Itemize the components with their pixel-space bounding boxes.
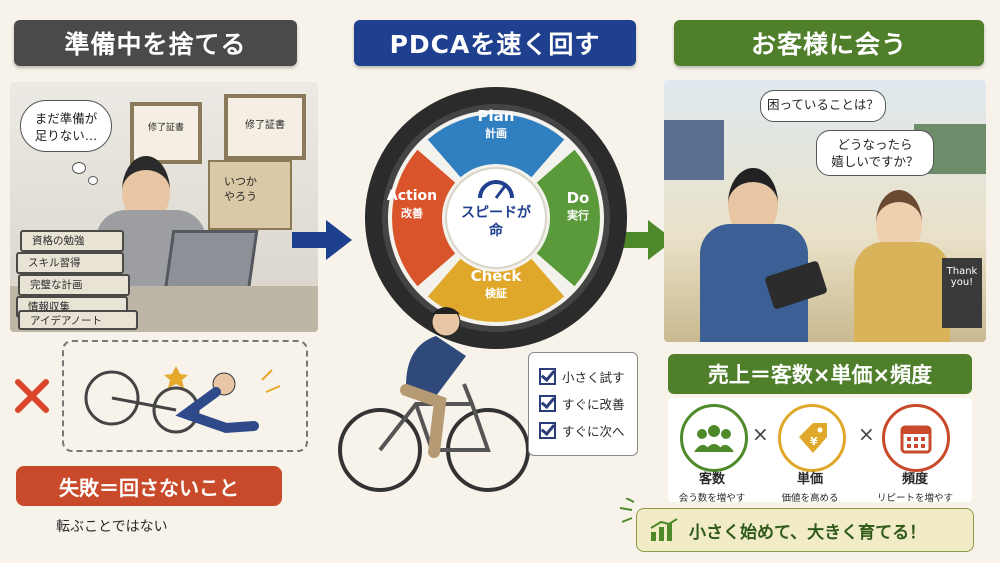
- calendar-icon: [882, 404, 950, 472]
- thought-dot: [72, 162, 86, 174]
- action-jp: 改善: [401, 207, 423, 220]
- wheel-hub: [445, 167, 547, 269]
- market-scene: Thank you! 困っていることは？ どうなったら 嬉しいですか？: [664, 80, 986, 342]
- formula-item-label: 客数: [698, 472, 725, 487]
- wheel-label-do: Do 実行: [558, 190, 598, 224]
- fall-scene-frame: [62, 340, 308, 452]
- do-en: Do: [566, 189, 590, 207]
- checkbox-icon: [539, 368, 556, 385]
- failure-subtext: 転ぶことではない: [56, 519, 168, 535]
- speedometer-icon: [476, 176, 516, 200]
- plan-jp: 計画: [485, 127, 507, 140]
- book-2: スキル習得: [16, 252, 124, 274]
- wheel-label-check: Check 検証: [456, 268, 536, 302]
- sticky-note: [208, 160, 292, 230]
- check-en: Check: [470, 267, 522, 285]
- formula-item-sub: 価値を高める: [781, 493, 839, 504]
- check-item: すぐに次へ: [539, 421, 627, 440]
- svg-text:¥: ¥: [810, 435, 818, 448]
- wheel-segment-check: [427, 258, 565, 323]
- pdca-wheel-graphic: [365, 87, 627, 349]
- market-tent: [664, 120, 724, 180]
- arrow-right-icon: [292, 218, 354, 262]
- times-symbol: ×: [858, 422, 875, 446]
- cyclist-icon: [336, 300, 532, 510]
- check-item-text: すぐに改善: [562, 397, 625, 412]
- thought-bubble: まだ準備が 足りない…: [20, 100, 112, 152]
- book-1: 資格の勉強: [20, 230, 124, 252]
- certificate-text: 修了証書: [147, 123, 184, 133]
- wheel-center-text: スピードが 命: [461, 205, 531, 239]
- check-item: すぐに改善: [539, 394, 627, 413]
- certificate-text: 修了証書: [245, 120, 285, 131]
- formula-title: 売上＝客数×単価×頻度: [668, 354, 972, 394]
- wheel-label-action: Action 改善: [380, 188, 444, 222]
- cross-mark-icon: [14, 378, 50, 414]
- wheel-segment-action: [392, 149, 456, 287]
- note-text: いつか やろう: [224, 175, 257, 203]
- yen-tag-icon: ¥: [778, 404, 846, 472]
- left-header: 準備中を捨てる: [14, 20, 297, 66]
- formula-item-price: 単価 価値を高める: [768, 468, 852, 504]
- formula-item-customers: 客数 会う数を増やす: [670, 468, 754, 504]
- speech-bubble-2: どうなったら 嬉しいですか？: [816, 130, 934, 176]
- check-item-text: すぐに次へ: [562, 424, 625, 439]
- thank-you-sign: Thank you!: [942, 258, 982, 328]
- preparing-scene: 修了証書 修了証書 いつか やろう まだ準備が 足りない… 資格の勉強 スキル習…: [10, 82, 318, 332]
- certificate-frame: 修了証書: [130, 102, 202, 164]
- wheel-label-plan: Plan 計画: [468, 108, 524, 142]
- formula-item-label: 単価: [796, 472, 823, 487]
- check-item: 小さく試す: [539, 367, 627, 386]
- formula-item-sub: リピートを増やす: [876, 493, 953, 504]
- wheel-segment-do: [536, 149, 600, 287]
- certificate-frame: 修了証書: [224, 94, 306, 160]
- people-icon: [680, 404, 748, 472]
- book-5: アイデアノート: [18, 310, 138, 330]
- arrow-right-icon: [620, 218, 676, 262]
- slogan-text: 小さく始めて、大きく育てる！: [689, 522, 927, 543]
- speech-bubble-1: 困っていることは？: [760, 90, 886, 122]
- wheel-segment-plan: [427, 113, 565, 178]
- center-header: PDCAを速く回す: [354, 20, 636, 66]
- checkbox-icon: [539, 395, 556, 412]
- checkbox-icon: [539, 422, 556, 439]
- formula-item-label: 頻度: [901, 472, 928, 487]
- formula-item-sub: 会う数を増やす: [678, 493, 746, 504]
- action-en: Action: [386, 188, 438, 204]
- laptop: [163, 230, 259, 292]
- right-header: お客様に会う: [674, 20, 984, 66]
- fallen-bicycle-icon: [76, 352, 296, 442]
- check-item-text: 小さく試す: [562, 370, 625, 385]
- failure-label: 失敗＝回さないこと: [16, 466, 282, 506]
- check-jp: 検証: [485, 287, 507, 300]
- woman-body: [854, 242, 950, 342]
- pdca-wheel: [362, 84, 630, 352]
- slogan-box: 小さく始めて、大きく育てる！: [636, 508, 974, 552]
- checklist-box: 小さく試す すぐに改善 すぐに次へ: [528, 352, 638, 456]
- plan-en: Plan: [477, 107, 515, 125]
- accent-lines-icon: [616, 497, 638, 526]
- growth-chart-icon: [649, 518, 679, 542]
- book-3: 完璧な計画: [18, 274, 130, 296]
- thought-dot: [88, 176, 98, 185]
- formula-item-frequency: 頻度 リピートを増やす: [870, 468, 960, 504]
- times-symbol: ×: [752, 422, 769, 446]
- do-jp: 実行: [567, 209, 589, 222]
